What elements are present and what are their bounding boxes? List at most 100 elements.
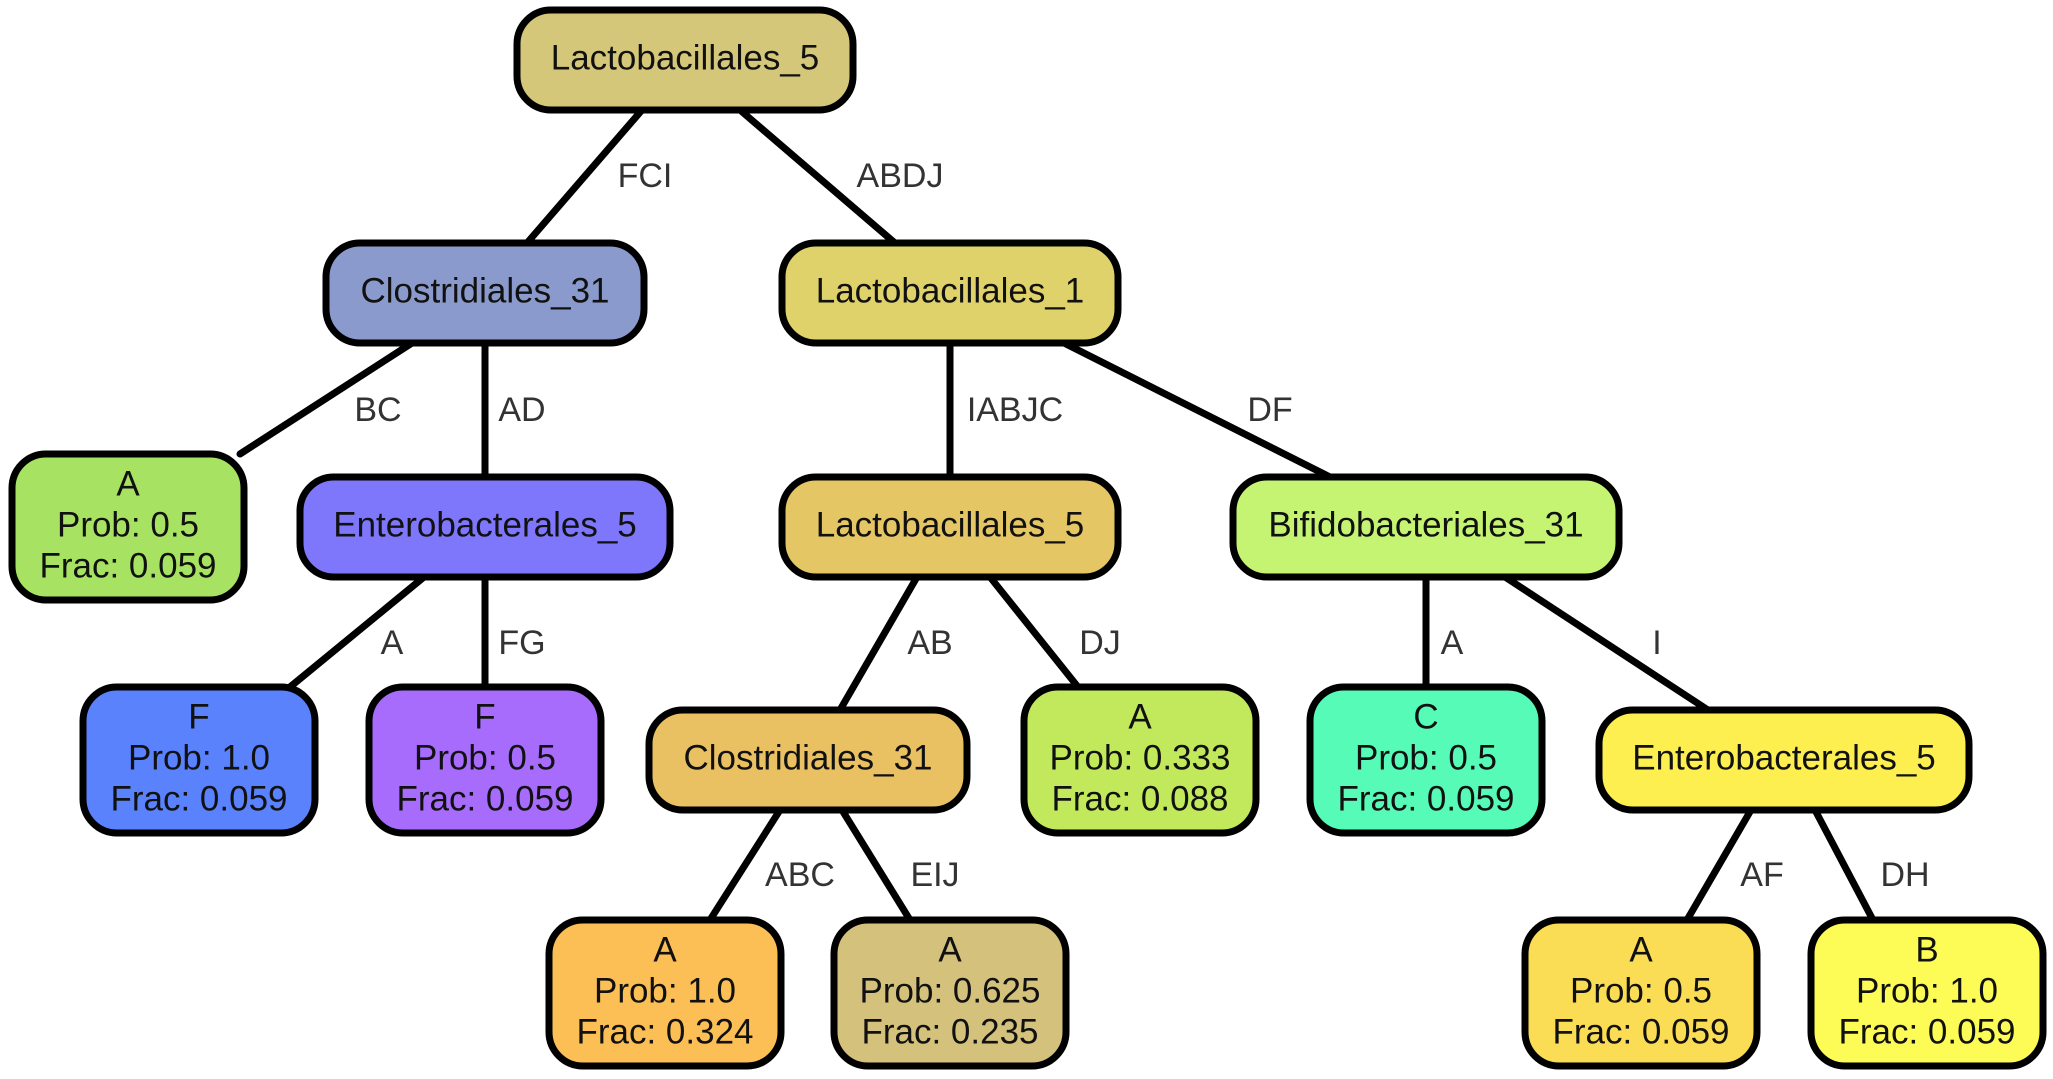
node-text-leafB-1: Prob: 1.0 [1856, 971, 1998, 1010]
node-entero2: Enterobacterales_5 [1595, 706, 1973, 814]
edge-entero1-leafF1 [286, 573, 428, 691]
node-bifido: Bifidobacteriales_31 [1229, 473, 1623, 581]
node-text-leafF2-1: Prob: 0.5 [414, 738, 556, 777]
edge-lacto5b-leafA2 [986, 573, 1082, 691]
edge-root-clos1 [523, 106, 646, 247]
node-text-leafA2-0: A [1128, 697, 1152, 736]
node-text-lacto5b-0: Lactobacillales_5 [816, 505, 1085, 544]
node-box-root [513, 6, 857, 114]
node-box-entero1 [296, 473, 674, 581]
node-box-leafA3 [545, 916, 785, 1070]
edge-label-root-clos1: FCI [618, 157, 673, 195]
edge-clos2-leafA4 [838, 806, 914, 924]
node-box-bifido [1229, 473, 1623, 581]
edge-clos1-leafA1 [236, 339, 416, 458]
edge-label-root-lacto1: ABDJ [857, 157, 944, 195]
edge-label-clos1-entero1: AD [498, 391, 545, 429]
edge-label-entero2-leafB: DH [1880, 856, 1929, 894]
edge-label-entero2-leafA5: AF [1740, 856, 1783, 894]
node-text-leafC-1: Prob: 0.5 [1355, 738, 1497, 777]
node-entero1: Enterobacterales_5 [296, 473, 674, 581]
node-box-lacto5b [778, 473, 1122, 581]
node-text-leafF2-2: Frac: 0.059 [396, 779, 573, 818]
node-text-clos1-0: Clostridiales_31 [360, 271, 609, 310]
node-lacto1: Lactobacillales_1 [778, 239, 1122, 347]
node-text-leafC-0: C [1413, 697, 1438, 736]
node-text-leafA4-2: Frac: 0.235 [861, 1012, 1038, 1051]
node-text-leafA3-2: Frac: 0.324 [576, 1012, 753, 1051]
node-text-leafA1-2: Frac: 0.059 [39, 546, 216, 585]
node-box-clos1 [322, 239, 648, 347]
node-text-leafA4-0: A [938, 930, 962, 969]
node-text-bifido-0: Bifidobacteriales_31 [1268, 505, 1583, 544]
edge-label-lacto5b-clos2: AB [907, 624, 952, 662]
node-text-leafF1-0: F [188, 697, 209, 736]
node-box-leafA4 [830, 916, 1070, 1070]
node-box-leafA5 [1521, 916, 1761, 1070]
node-lacto5b: Lactobacillales_5 [778, 473, 1122, 581]
node-clos1: Clostridiales_31 [322, 239, 648, 347]
node-text-leafC-2: Frac: 0.059 [1337, 779, 1514, 818]
node-box-leafF1 [79, 683, 319, 837]
node-text-leafA4-1: Prob: 0.625 [860, 971, 1041, 1010]
edge-lacto5b-clos2 [836, 573, 921, 714]
node-text-lacto1-0: Lactobacillales_1 [816, 271, 1085, 310]
edge-label-clos2-leafA3: ABC [765, 856, 835, 894]
edge-entero2-leafA5 [1683, 806, 1755, 924]
edge-label-clos2-leafA4: EIJ [910, 856, 959, 894]
node-text-root-0: Lactobacillales_5 [551, 38, 820, 77]
node-root: Lactobacillales_5 [513, 6, 857, 114]
node-text-leafA1-0: A [116, 464, 140, 503]
node-text-leafA3-1: Prob: 1.0 [594, 971, 736, 1010]
node-text-leafB-2: Frac: 0.059 [1838, 1012, 2015, 1051]
node-box-leafA1 [8, 450, 248, 604]
node-text-leafA1-1: Prob: 0.5 [57, 505, 199, 544]
node-text-leafA5-1: Prob: 0.5 [1570, 971, 1712, 1010]
edge-root-lacto1 [736, 106, 899, 247]
edge-label-clos1-leafA1: BC [354, 391, 401, 429]
edge-label-lacto5b-leafA2: DJ [1079, 624, 1121, 662]
node-text-leafF1-1: Prob: 1.0 [128, 738, 270, 777]
node-box-leafB [1807, 916, 2047, 1070]
node-text-leafA2-1: Prob: 0.333 [1050, 738, 1231, 777]
node-text-entero2-0: Enterobacterales_5 [1632, 738, 1936, 777]
node-text-leafF2-0: F [474, 697, 495, 736]
node-text-leafA3-0: A [653, 930, 677, 969]
edge-entero2-leafB [1811, 806, 1877, 924]
edge-label-bifido-leafC: A [1441, 624, 1464, 662]
node-box-entero2 [1595, 706, 1973, 814]
node-box-lacto1 [778, 239, 1122, 347]
edge-clos2-leafA3 [706, 806, 784, 924]
node-text-leafA5-0: A [1629, 930, 1653, 969]
node-text-leafB-0: B [1915, 930, 1938, 969]
edge-lacto1-bifido [1060, 339, 1334, 481]
node-text-leafF1-2: Frac: 0.059 [110, 779, 287, 818]
node-box-leafC [1306, 683, 1546, 837]
edge-label-bifido-entero2: I [1652, 624, 1661, 662]
node-text-entero1-0: Enterobacterales_5 [333, 505, 637, 544]
node-box-leafA2 [1020, 683, 1260, 837]
node-text-clos2-0: Clostridiales_31 [683, 738, 932, 777]
node-text-leafA2-2: Frac: 0.088 [1051, 779, 1228, 818]
node-box-clos2 [645, 706, 971, 814]
edge-label-lacto1-lacto5b: IABJC [967, 391, 1063, 429]
node-clos2: Clostridiales_31 [645, 706, 971, 814]
edge-label-entero1-leafF1: A [381, 624, 404, 662]
edge-label-entero1-leafF2: FG [498, 624, 545, 662]
node-text-leafA5-2: Frac: 0.059 [1552, 1012, 1729, 1051]
edge-bifido-entero2 [1501, 573, 1712, 714]
edge-label-lacto1-bifido: DF [1247, 391, 1292, 429]
node-box-leafF2 [365, 683, 605, 837]
